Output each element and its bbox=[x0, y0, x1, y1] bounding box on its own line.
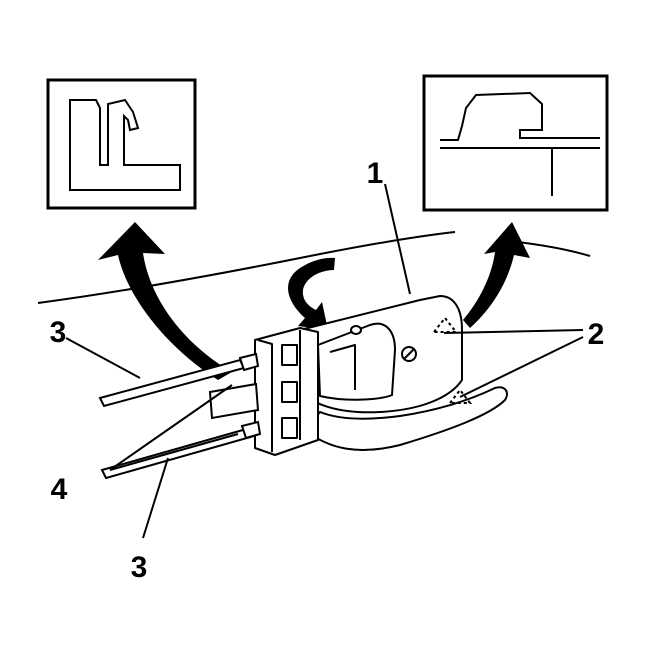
leader-lines bbox=[65, 183, 584, 539]
connector-pin bbox=[208, 382, 260, 420]
handle-lever bbox=[317, 322, 396, 401]
leader-4-b bbox=[109, 433, 239, 471]
leader-1 bbox=[384, 183, 411, 295]
leader-2-upper bbox=[443, 329, 584, 334]
cable-end-lower bbox=[240, 420, 262, 440]
right-detail-inset bbox=[422, 74, 609, 212]
release-tab-markers bbox=[431, 316, 473, 404]
cable-end-upper bbox=[238, 352, 260, 372]
leader-2-lower bbox=[459, 336, 584, 398]
retaining-clip-profile bbox=[69, 98, 181, 191]
callout-2: 2 bbox=[588, 318, 605, 351]
callout-3-upper: 3 bbox=[50, 316, 67, 349]
left-detail-inset bbox=[46, 78, 197, 210]
leader-3-lower bbox=[142, 457, 169, 539]
callout-1: 1 bbox=[367, 157, 384, 190]
handle-housing-base bbox=[304, 386, 508, 451]
right-swing-arrow bbox=[463, 222, 530, 328]
leader-3-upper bbox=[65, 337, 141, 379]
left-swing-arrow bbox=[98, 222, 232, 380]
center-swing-arrow bbox=[288, 257, 335, 330]
leader-4-a bbox=[109, 384, 233, 471]
door-handle-assembly bbox=[254, 295, 508, 456]
callout-4: 4 bbox=[51, 473, 68, 506]
handle-tab-profile bbox=[440, 91, 600, 141]
callout-3-lower: 3 bbox=[131, 551, 148, 584]
